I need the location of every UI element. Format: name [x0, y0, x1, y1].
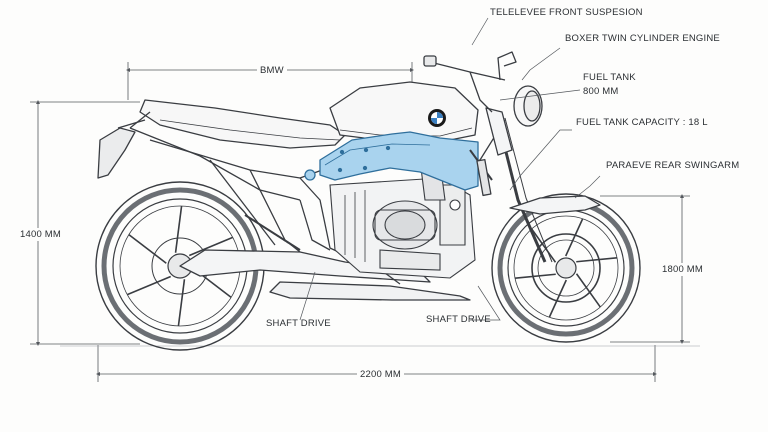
dimension-lines	[30, 62, 700, 382]
label-fuel-tank: FUEL TANK	[583, 72, 636, 83]
frame	[129, 119, 506, 301]
wheel-spoke	[177, 279, 186, 327]
label-brand: BMW	[257, 65, 287, 76]
label-front-suspension: TELELEVEE FRONT SUSPESION	[490, 7, 643, 18]
label-shaft-drive-left: SHAFT DRIVE	[266, 318, 331, 329]
wheel-spoke	[575, 273, 601, 308]
front-fork	[423, 51, 601, 263]
wheel-spoke	[548, 279, 568, 318]
wheel-spoke	[128, 234, 167, 264]
seat	[97, 99, 346, 179]
wheel-spoke	[174, 205, 183, 253]
wheel-spoke	[564, 218, 584, 257]
front-wheel	[491, 193, 641, 343]
wheel-spoke	[126, 275, 172, 296]
label-overall-length: 2200 MM	[357, 369, 405, 380]
bmw-logo-icon	[428, 109, 446, 127]
wheel-spoke	[188, 236, 234, 257]
label-overall-height: 1400 MM	[18, 228, 64, 241]
label-fuel-capacity: FUEL TANK CAPACITY : 18 L	[576, 117, 708, 128]
label-rear-swingarm: PARAEVE REAR SWINGARM	[606, 160, 740, 171]
label-fuel-tank-size: 800 MM	[583, 86, 619, 97]
label-shaft-drive-right: SHAFT DRIVE	[426, 314, 491, 325]
leader-lines	[299, 17, 601, 321]
wheel-spoke	[531, 228, 557, 263]
side-panel	[304, 131, 479, 191]
label-right-height: 1800 MM	[660, 263, 706, 276]
wheel-spoke	[576, 257, 618, 263]
wheel-spoke	[514, 273, 556, 279]
label-engine: BOXER TWIN CYLINDER ENGINE	[565, 33, 720, 44]
